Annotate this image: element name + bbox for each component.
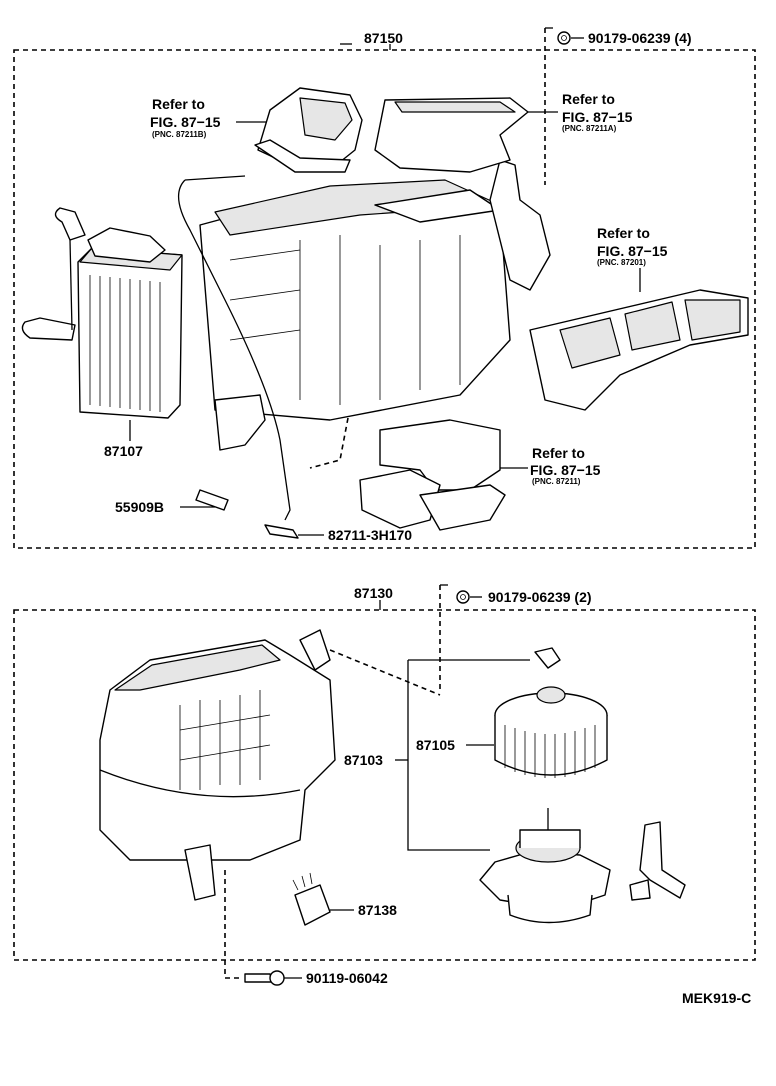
- lower-section: 87130 90179-06239 (2) 87103: [13, 584, 756, 986]
- svg-text:Refer to: Refer to: [532, 445, 585, 461]
- fan-label: 87105: [416, 737, 455, 753]
- svg-text:Refer to: Refer to: [152, 96, 205, 112]
- svg-text:(PNC. 87211B): (PNC. 87211B): [152, 130, 207, 139]
- refer-callout-2: Refer to FIG. 87−15 (PNC. 87211A): [520, 91, 633, 133]
- heater-core-label: 87107: [104, 443, 143, 459]
- motor-wire: [639, 821, 686, 899]
- lower-clip-callout: 90179-06239 (2): [488, 589, 592, 605]
- svg-text:(PNC. 87211A): (PNC. 87211A): [562, 124, 617, 133]
- duct-right: [529, 289, 749, 411]
- upper-section-border: [13, 49, 756, 549]
- blower-motor-bracket: [407, 660, 490, 851]
- resistor-label: 87138: [358, 902, 397, 918]
- svg-text:FIG. 87−15: FIG. 87−15: [530, 462, 601, 478]
- cable-label: 55909B: [115, 499, 164, 515]
- blower-motor: [479, 808, 611, 924]
- upper-section: 87150 90179-06239 (4) Refer to FIG. 87−1…: [13, 27, 756, 549]
- upper-assembly-number: 87150: [364, 30, 403, 46]
- refer-callout-4: Refer to FIG. 87−15 (PNC. 87211): [500, 445, 601, 486]
- duct-upper-center: [374, 97, 529, 173]
- refer-callout-3: Refer to FIG. 87−15 (PNC. 87201): [597, 225, 668, 292]
- screw-icon: [244, 970, 285, 986]
- lower-section-border: [13, 609, 756, 961]
- duct-upper-left: [254, 87, 363, 173]
- blower-fan: [494, 686, 608, 778]
- clip-label: 82711-3H170: [328, 527, 412, 543]
- svg-text:FIG. 87−15: FIG. 87−15: [150, 114, 221, 130]
- duct-lower-center: [359, 419, 506, 531]
- heater-core: [21, 207, 183, 419]
- figure-code: MEK919-C: [682, 990, 751, 1006]
- blower-case: [99, 629, 336, 901]
- blower-motor-label: 87103: [344, 752, 383, 768]
- upper-clip-callout: 90179-06239 (4): [588, 30, 692, 46]
- lower-assembly-number: 87130: [354, 585, 393, 601]
- heater-case: [199, 159, 551, 451]
- clip-nut-icon: [456, 590, 470, 604]
- svg-text:(PNC. 87201): (PNC. 87201): [597, 258, 646, 267]
- control-cable: [178, 179, 291, 521]
- svg-text:(PNC. 87211): (PNC. 87211): [532, 477, 581, 486]
- screw-label: 90119-06042: [306, 970, 388, 986]
- svg-text:FIG. 87−15: FIG. 87−15: [562, 109, 633, 125]
- svg-text:Refer to: Refer to: [562, 91, 615, 107]
- small-clip: [534, 647, 561, 669]
- resistor: [292, 872, 331, 926]
- clip-part: [264, 524, 299, 539]
- refer-callout-1: Refer to FIG. 87−15 (PNC. 87211B): [150, 96, 270, 139]
- clip-nut-icon: [557, 31, 571, 45]
- svg-text:FIG. 87−15: FIG. 87−15: [597, 243, 668, 259]
- svg-text:Refer to: Refer to: [597, 225, 650, 241]
